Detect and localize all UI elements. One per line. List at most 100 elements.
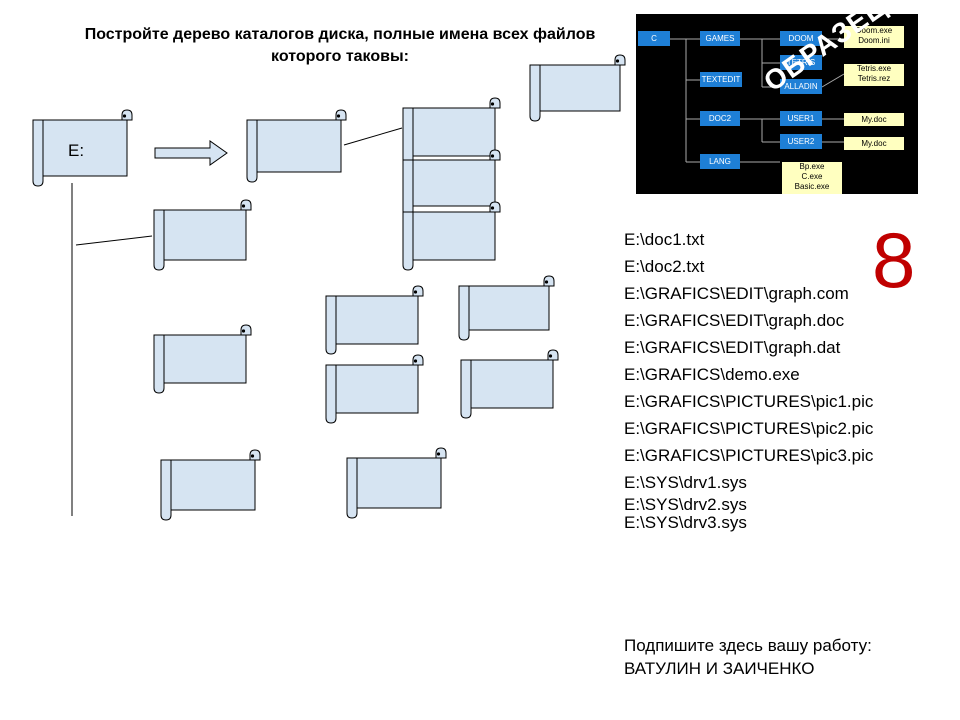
sample-node-user2: USER2: [780, 134, 822, 149]
sample-node-user1: USER1: [780, 111, 822, 126]
directory-scroll: [149, 324, 252, 394]
sample-files-lang: Bp.exe C.exe Basic.exe: [782, 162, 842, 194]
scroll-dot: [548, 354, 553, 358]
sample-file-mydoc: My.doc: [844, 113, 904, 126]
scroll-dot: [490, 102, 495, 106]
file-path-list: E:\doc1.txt E:\doc2.txt E:\GRAFICS\EDIT\…: [624, 226, 873, 532]
variant-number: 8: [872, 216, 916, 304]
scroll-body: [170, 459, 256, 511]
directory-scroll: [242, 109, 347, 183]
scroll-dot: [241, 329, 246, 333]
file-path: E:\GRAFICS\PICTURES\pic3.pic: [624, 446, 874, 465]
sample-node-textedit: TEXTEDIT: [700, 72, 742, 87]
scroll-body: [256, 119, 342, 173]
scroll-body: [470, 359, 554, 409]
scroll-shape: [153, 324, 252, 394]
scroll-dot: [490, 154, 495, 158]
sample-node-games: GAMES: [700, 31, 740, 46]
scroll-left-roll: [346, 457, 358, 519]
scroll-body: [468, 285, 550, 331]
scroll-body: [412, 211, 496, 261]
sample-node-c: C: [638, 31, 670, 46]
task-title: Постройте дерево каталогов диска, полные…: [84, 26, 596, 65]
file-path: E:\GRAFICS\EDIT\graph.com: [624, 284, 849, 303]
file-path: E:\doc1.txt: [624, 230, 705, 249]
sample-node-doom: DOOM: [780, 31, 822, 46]
scroll-shape: [32, 109, 133, 187]
directory-scroll: [321, 354, 424, 424]
scroll-shape: [160, 449, 261, 521]
scroll-left-roll: [246, 119, 258, 183]
sample-files-doom: Doom.exe Doom.ini: [844, 26, 904, 48]
directory-scroll: [456, 349, 559, 419]
file-path: E:\SYS\drv3.sys: [624, 513, 747, 532]
file-path: E:\SYS\drv2.sys: [624, 495, 747, 514]
directory-scroll: [156, 449, 261, 521]
file-path: E:\GRAFICS\PICTURES\pic1.pic: [624, 392, 874, 411]
scroll-dot: [241, 204, 246, 208]
sample-files-alladin: Tetris.exe Tetris.rez: [844, 64, 904, 86]
sample-node-lang: LANG: [700, 154, 740, 169]
root-scroll: [28, 109, 133, 187]
scroll-body: [356, 457, 442, 509]
scroll-shape: [346, 447, 447, 519]
directory-scroll: [398, 97, 501, 167]
file-path: E:\GRAFICS\demo.exe: [624, 365, 800, 384]
scroll-shape: [325, 354, 424, 424]
scroll-shape: [402, 201, 501, 271]
tree-connectors: [71, 127, 403, 516]
scroll-left-roll: [458, 285, 470, 341]
scroll-left-roll: [153, 334, 165, 394]
scroll-body: [412, 159, 496, 207]
scroll-shape: [402, 149, 501, 217]
directory-scroll: [149, 199, 252, 271]
branch-line: [343, 127, 403, 146]
scroll-body: [335, 364, 419, 414]
root-label: E:: [68, 141, 85, 160]
scroll-body: [412, 107, 496, 157]
directory-scroll: [454, 275, 555, 341]
scroll-dot: [413, 359, 418, 363]
scroll-body: [539, 64, 621, 112]
scroll-left-roll: [460, 359, 472, 419]
scroll-dot: [436, 452, 441, 456]
directory-scroll: [321, 285, 424, 355]
scroll-body: [163, 209, 247, 261]
scroll-shape: [402, 97, 501, 167]
scroll-shape: [458, 275, 555, 341]
scroll-left-roll: [160, 459, 172, 521]
scroll-left-roll: [153, 209, 165, 271]
signature-block: Подпишите здесь вашу работу: ВАТУЛИН И З…: [624, 634, 872, 680]
scroll-dot: [413, 290, 418, 294]
scroll-shape: [325, 285, 424, 355]
scroll-dot: [336, 114, 341, 118]
sample-node-alladin: ALLADIN: [780, 79, 822, 94]
scroll-left-roll: [402, 211, 414, 271]
scroll-dot: [615, 59, 620, 63]
sample-node-tetris: TETRIS: [780, 55, 822, 70]
sample-tree-image: C GAMES TEXTEDIT DOC2 LANG DOOM TETRIS A…: [636, 14, 918, 194]
signature-names: ВАТУЛИН И ЗАИЧЕНКО: [624, 659, 815, 678]
file-path: E:\SYS\drv1.sys: [624, 473, 747, 492]
file-path: E:\GRAFICS\EDIT\graph.doc: [624, 311, 845, 330]
scroll-left-roll: [529, 64, 541, 122]
scroll-body: [42, 119, 128, 177]
directory-scroll: [342, 447, 447, 519]
scroll-left-roll: [325, 364, 337, 424]
file-path: E:\GRAFICS\EDIT\graph.dat: [624, 338, 841, 357]
scroll-shape: [460, 349, 559, 419]
directory-scroll: [398, 201, 501, 271]
branch-line: [75, 235, 153, 246]
scroll-dot: [122, 114, 127, 118]
sample-file-mydoc: My.doc: [844, 137, 904, 150]
scroll-left-roll: [325, 295, 337, 355]
scroll-left-roll: [32, 119, 44, 187]
directory-scroll: [398, 149, 501, 217]
scroll-dot: [250, 454, 255, 458]
file-path: E:\doc2.txt: [624, 257, 705, 276]
sample-tree-lines: [670, 38, 845, 163]
scroll-shape: [529, 54, 626, 122]
scroll-shape: [246, 109, 347, 183]
scroll-body: [335, 295, 419, 345]
scroll-body: [163, 334, 247, 384]
